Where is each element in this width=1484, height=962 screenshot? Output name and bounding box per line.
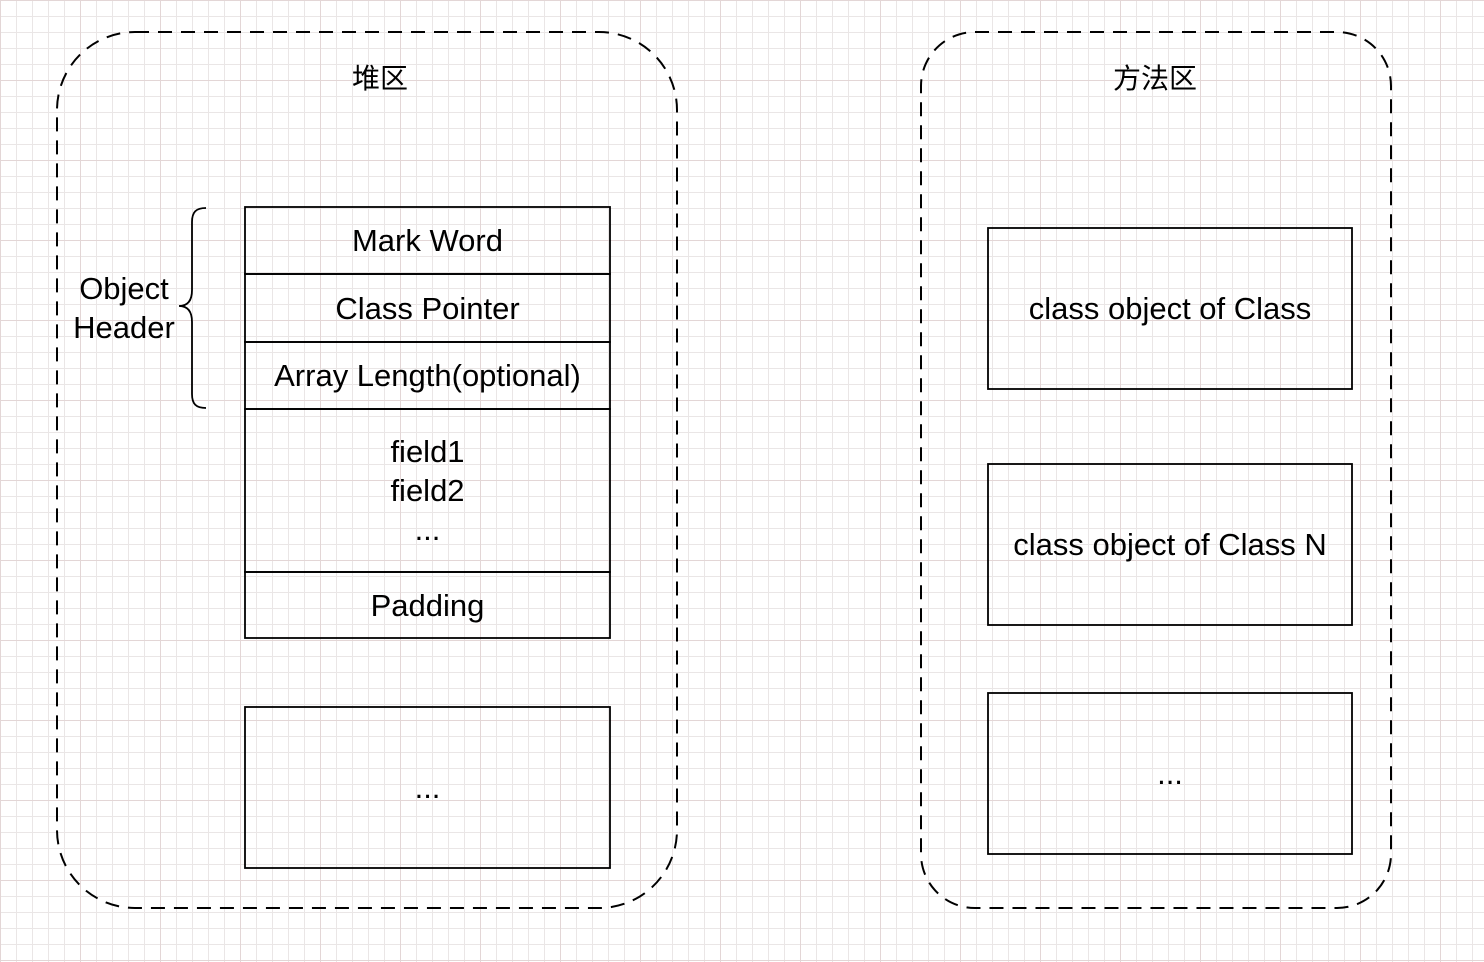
class-pointer-label: Class Pointer (335, 290, 520, 326)
class-object-label-2: class object of Class N (1013, 527, 1327, 562)
heap-region (56, 31, 678, 909)
class-object-label-1: class object of Class (1028, 291, 1312, 326)
class-object-box-3 (987, 692, 1353, 855)
fields-label: field1 field2 ... (390, 434, 465, 547)
object-header-label: Object Header (73, 271, 175, 345)
class-object-box-1 (987, 227, 1353, 390)
object-layout (244, 206, 611, 639)
class-object-label-3: ... (1157, 756, 1183, 791)
more-objects-label: ... (414, 770, 441, 805)
heap-title: 堆区 (351, 61, 408, 95)
object-header-brace (178, 207, 207, 409)
class-objects (987, 227, 1353, 855)
padding-cell (244, 571, 611, 639)
more-objects-box (244, 706, 611, 869)
method-area-region (920, 31, 1392, 909)
padding-label: Padding (370, 587, 485, 623)
array-length-label: Array Length(optional) (274, 358, 581, 393)
mark-word-label: Mark Word (351, 223, 503, 258)
class-object-box-2 (987, 463, 1353, 626)
method-area-title: 方法区 (1112, 61, 1197, 95)
